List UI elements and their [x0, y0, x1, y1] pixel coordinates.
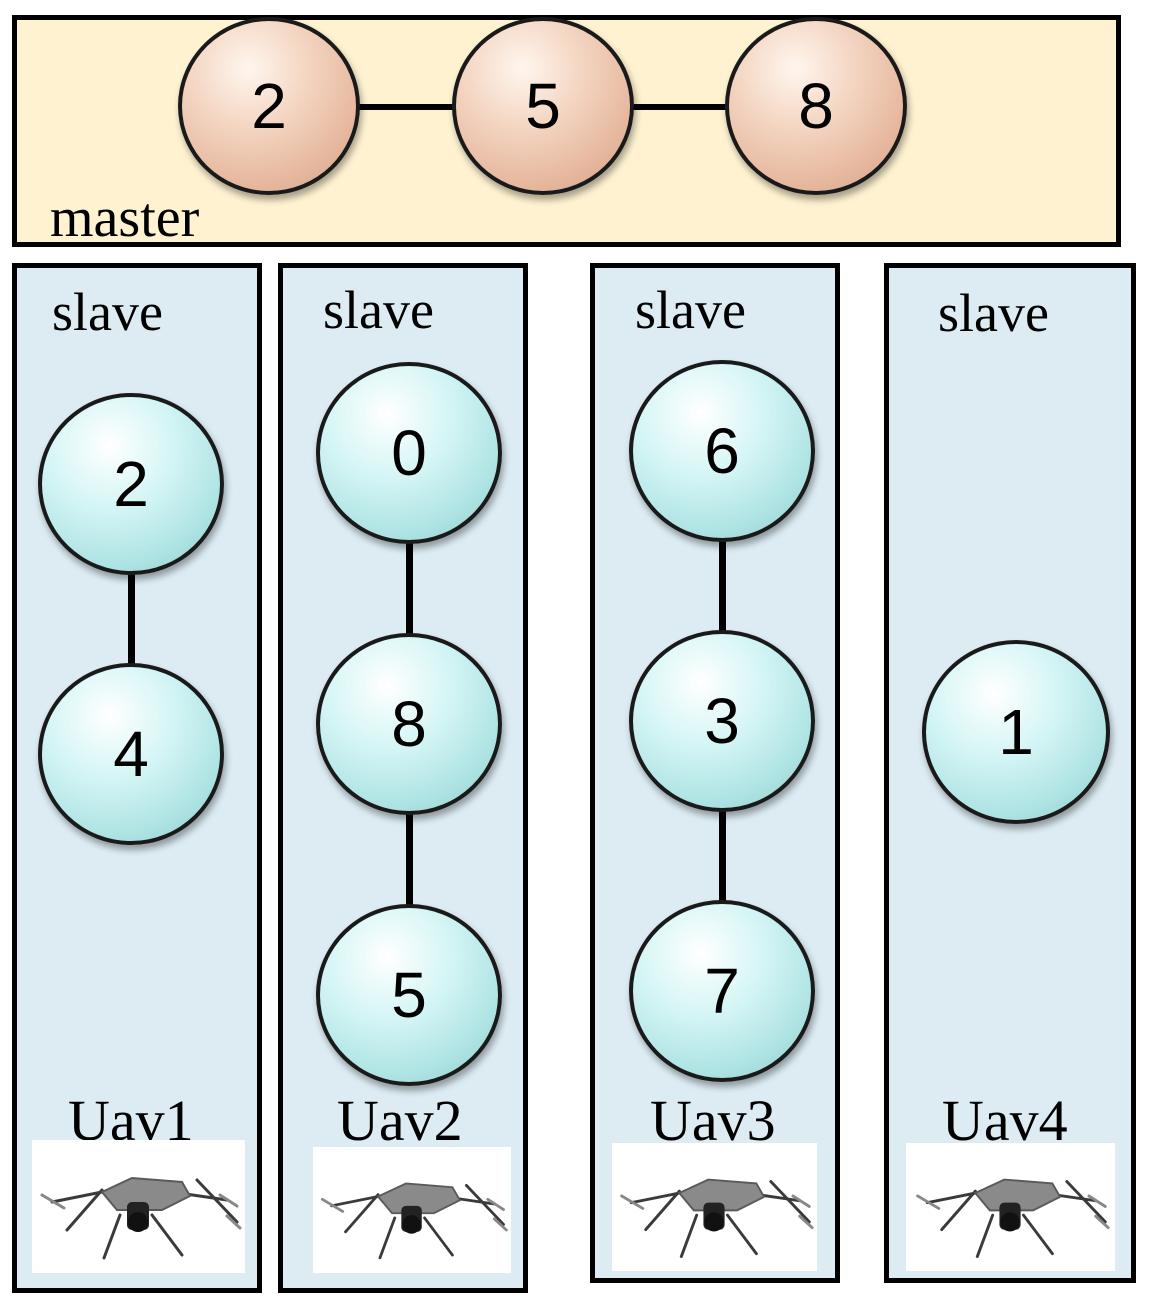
drone-icon-graphic: [320, 1182, 508, 1260]
master-node: 2: [178, 17, 360, 195]
drone-icon: [32, 1140, 245, 1273]
slave-label: slave: [52, 282, 163, 342]
slave-node: 0: [316, 362, 502, 544]
slave-label: slave: [635, 280, 746, 340]
uav-label: Uav3: [650, 1088, 776, 1153]
drone-icon-graphic: [620, 1178, 814, 1259]
slave-node: 7: [629, 900, 815, 1082]
slave-label: slave: [938, 283, 1049, 343]
drone-icon-graphic: [916, 1178, 1110, 1259]
slave-node: 3: [629, 630, 815, 812]
uav-label: Uav2: [337, 1088, 463, 1153]
drone-icon-graphic: [40, 1176, 242, 1260]
drone-icon: [612, 1143, 817, 1271]
slave-edge: [719, 537, 726, 637]
uav-label: Uav4: [942, 1088, 1068, 1153]
slave-node: 8: [316, 633, 502, 815]
master-edge-5-8: [630, 104, 730, 110]
master-label: master: [50, 187, 200, 249]
master-node: 5: [452, 17, 634, 195]
drone-icon: [906, 1143, 1115, 1271]
master-edge-2-5: [355, 104, 460, 110]
master-node: 8: [725, 17, 907, 195]
slave-edge: [128, 570, 135, 670]
slave-label: slave: [323, 280, 434, 340]
slave-node: 5: [316, 904, 502, 1086]
uav-label: Uav1: [68, 1088, 194, 1153]
slave-node: 4: [38, 663, 224, 845]
slave-node: 6: [629, 360, 815, 542]
slave-node: 2: [38, 393, 224, 575]
slave-edge: [406, 810, 413, 912]
slave-edge: [406, 540, 413, 640]
drone-icon: [313, 1147, 511, 1273]
slave-node: 1: [922, 640, 1110, 824]
slave-edge: [719, 808, 726, 910]
